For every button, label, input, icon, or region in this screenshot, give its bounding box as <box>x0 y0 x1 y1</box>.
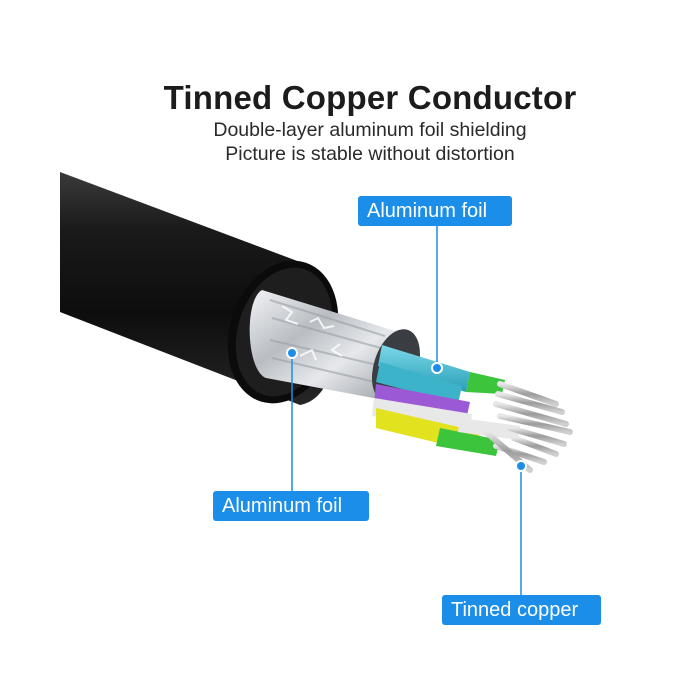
marker-dot-bottom <box>515 460 527 472</box>
page-title: Tinned Copper Conductor <box>163 79 577 116</box>
subtitle-line-1: Double-layer aluminum foil shielding <box>213 119 527 141</box>
callout-aluminum-foil-top: Aluminum foil <box>358 196 512 226</box>
header: Tinned Copper Conductor Double-layer alu… <box>0 78 700 166</box>
leader-lines <box>286 226 527 595</box>
callout-aluminum-foil-left: Aluminum foil <box>213 491 369 521</box>
marker-dot-top <box>431 362 443 374</box>
marker-dot-left <box>286 347 298 359</box>
subtitle-line-2: Picture is stable without distortion <box>225 143 515 165</box>
wire-bundle <box>372 345 520 456</box>
callout-tinned-copper: Tinned copper <box>442 595 601 625</box>
